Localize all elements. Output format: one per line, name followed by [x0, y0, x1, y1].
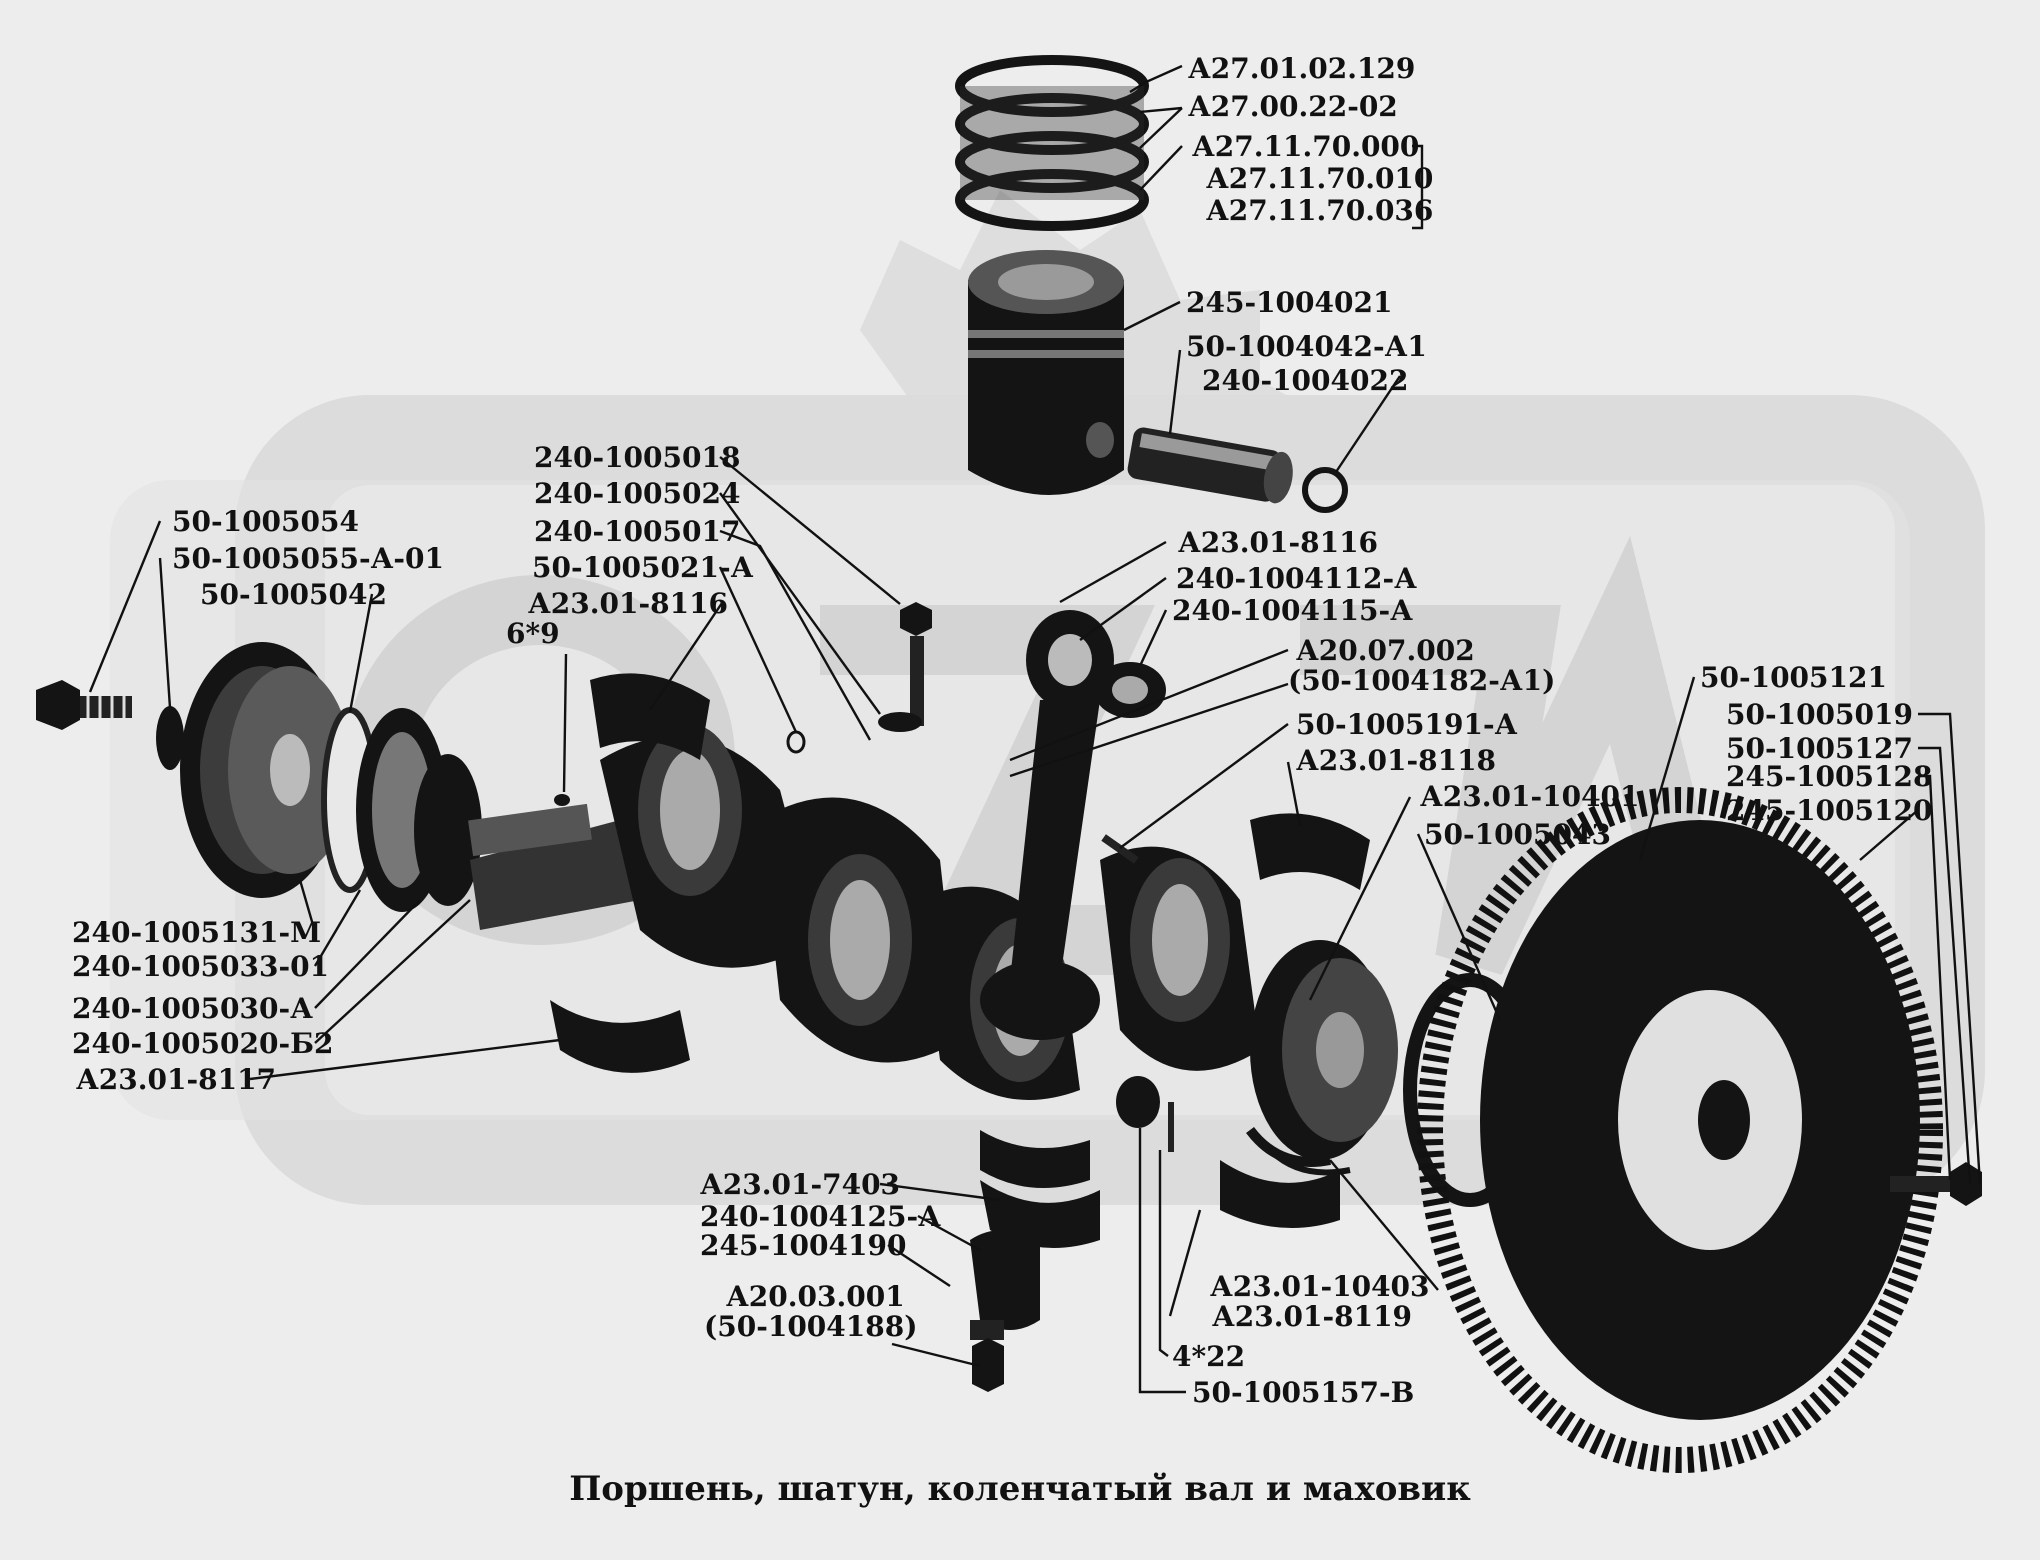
label-pulley: 50-1005042 [200, 578, 387, 611]
rod-cap-illustration [970, 1230, 1040, 1392]
timing-gear-illustration [356, 708, 482, 912]
diagram-caption: Поршень, шатун, коленчатый вал и маховик [569, 1469, 1471, 1509]
crank-flange-illustration [1250, 940, 1398, 1160]
label-thrust-10403: А23.01-10403 [1210, 1270, 1430, 1303]
label-cap-125: 240-1004125-А [700, 1200, 941, 1233]
label-ring-mid: А27.00.22-02 [1188, 90, 1398, 123]
label-washer-024: 240-1005024 [534, 477, 740, 510]
label-shaft-020: 240-1005020-Б2 [72, 1027, 333, 1060]
rod-bolt-illustration [878, 602, 932, 732]
pulley-illustration [180, 642, 352, 898]
label-ring-128: 245-1005128 [1726, 760, 1932, 793]
label-bush-115: 240-1004115-А [1172, 594, 1413, 627]
leader-lines [88, 64, 1982, 1394]
label-pulley-washer: 50-1005055-А-01 [172, 542, 444, 575]
label-ring-set-1: А27.11.70.000 [1192, 130, 1419, 163]
label-pin-021: 50-1005021-А [532, 551, 754, 584]
label-bearing-8117: А23.01-8117 [76, 1063, 276, 1096]
label-key-191: 50-1005191-А [1296, 708, 1518, 741]
label-flywheel-121: 50-1005121 [1700, 661, 1887, 694]
piston-illustration [968, 250, 1124, 495]
plug-illustration [1116, 1076, 1160, 1128]
label-rod-assy-1: А20.07.002 [1296, 634, 1475, 667]
piston-rings-illustration [955, 55, 1149, 231]
label-nut-assy-1: А20.03.001 [726, 1280, 905, 1313]
label-gear-033: 240-1005033-01 [72, 950, 329, 983]
label-bearing-8119: А23.01-8119 [1212, 1300, 1412, 1333]
label-ring-set-3: А27.11.70.036 [1206, 194, 1433, 227]
pulley-washer-illustration [156, 706, 184, 770]
label-hub-131: 240-1005131-М [72, 916, 321, 949]
label-seal-043: 50-1005043 [1424, 818, 1611, 851]
circlip-illustration [1302, 467, 1348, 513]
label-bolt-127: 50-1005127 [1726, 732, 1913, 765]
flywheel-illustration [1417, 787, 1982, 1473]
label-bolt-018: 240-1005018 [534, 441, 740, 474]
label-pin-2: 240-1004022 [1202, 364, 1408, 397]
label-gear-030: 240-1005030-А [72, 992, 313, 1025]
label-pin-4x22: 4*22 [1172, 1340, 1245, 1373]
label-pin-6x9: 6*9 [506, 617, 560, 650]
label-ring-017: 240-1005017 [534, 515, 740, 548]
label-bearing-top: А23.01-8116 [1178, 526, 1378, 559]
label-nut-assy-2: (50-1004188) [704, 1310, 917, 1343]
bearing-shells-illustration [550, 673, 1370, 1248]
label-piston: 245-1004021 [1186, 286, 1392, 319]
part-labels: А27.01.02.129 А27.00.22-02 А27.11.70.000… [72, 52, 1932, 1409]
dowel-pin-illustration [1101, 834, 1139, 864]
pulley-bolt-illustration [36, 680, 132, 730]
label-pin-1: 50-1004042-А1 [1186, 330, 1427, 363]
label-flywheel-120: 245-1005120 [1726, 794, 1932, 827]
label-thrust-10401: А23.01-10401 [1420, 780, 1640, 813]
piston-pin-illustration [1127, 427, 1293, 504]
label-ring-set-2: А27.11.70.010 [1206, 162, 1433, 195]
label-bolt-190: 245-1004190 [700, 1229, 906, 1262]
small-end-bush-illustration [1094, 662, 1166, 718]
label-bearing-left: А23.01-8116 [528, 587, 728, 620]
label-bearing-7403: А23.01-7403 [700, 1168, 900, 1201]
locating-pin-illustration [554, 794, 570, 806]
label-bolt-019: 50-1005019 [1726, 698, 1913, 731]
label-plug-157: 50-1005157-В [1192, 1376, 1414, 1409]
cotter-pin-illustration [1168, 1102, 1174, 1152]
label-pulley-bolt: 50-1005054 [172, 505, 359, 538]
label-bearing-8118: А23.01-8118 [1296, 744, 1496, 777]
label-rod-112: 240-1004112-А [1176, 562, 1417, 595]
label-ring-top: А27.01.02.129 [1188, 52, 1415, 85]
connecting-rod-illustration [980, 610, 1114, 1040]
label-rod-assy-2: (50-1004182-А1) [1288, 664, 1555, 697]
